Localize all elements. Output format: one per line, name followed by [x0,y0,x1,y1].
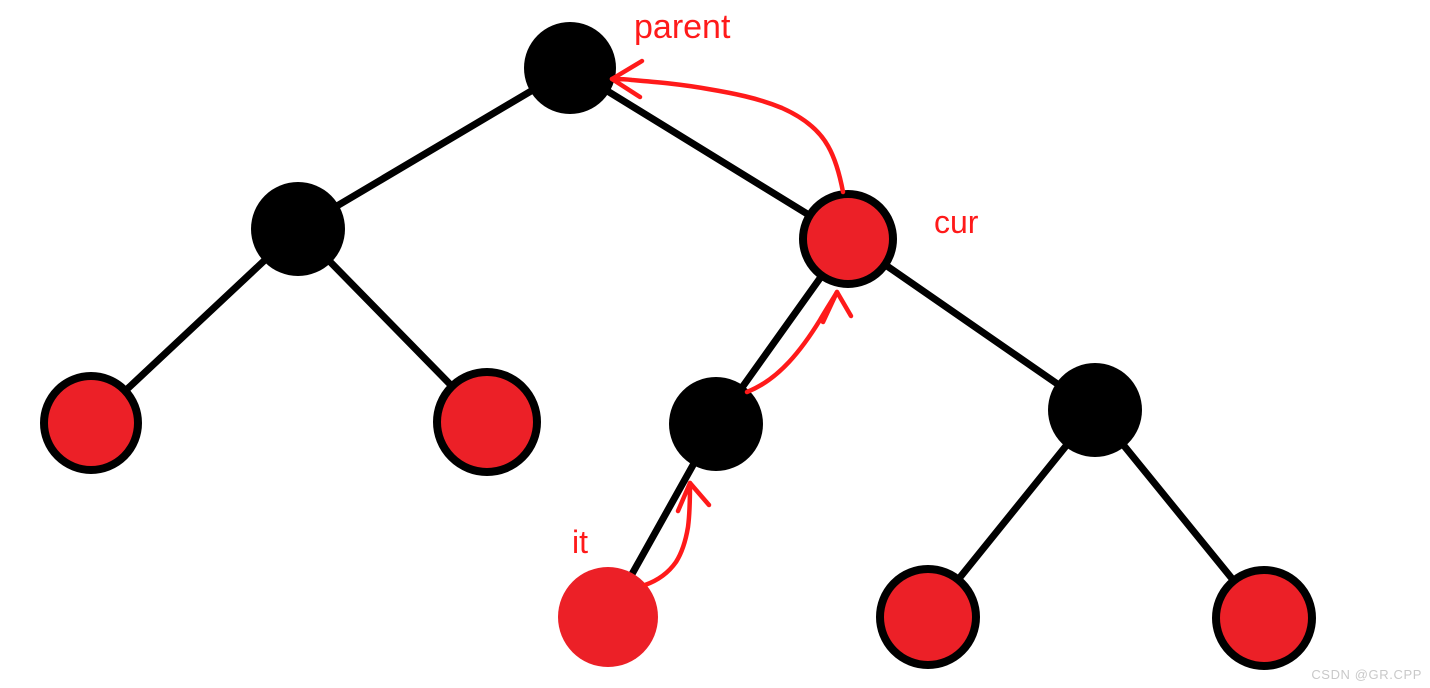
node-root[interactable] [524,22,616,114]
node-cur-right[interactable] [1048,363,1142,457]
node-left[interactable] [251,182,345,276]
cur-label: cur [934,204,979,240]
node-left-right[interactable] [433,368,541,476]
node-right-left[interactable] [876,565,980,669]
node-cur-left[interactable] [669,377,763,471]
node-left-left[interactable] [40,372,142,474]
arrow-cur-to-parent [609,58,846,195]
tree-nodes [40,22,1316,670]
csdn-watermark: CSDN @GR.CPP [1311,667,1422,682]
arrow-cur-to-parent-shaft [609,76,846,195]
arrow-it-to-curleft-shaft [642,480,693,588]
node-right-right[interactable] [1212,566,1316,670]
parent-label: parent [634,8,731,46]
arrow-it-to-curleft [642,480,712,588]
arrow-cur-to-parent-head [609,58,645,100]
arrow-curleft-to-cur-shaft [744,289,840,395]
edge-cur-curright [844,235,1099,414]
arrow-it-to-curleft-head [675,480,712,514]
it-label: it [572,524,588,560]
node-it[interactable] [558,567,658,667]
annotation-labels: parent cur it [572,8,979,560]
annotation-arrows [609,58,854,588]
arrow-curleft-to-cur [744,289,854,395]
tree-edges [87,64,1268,622]
edge-root-cur [566,64,852,243]
arrow-curleft-to-cur-head [820,289,854,325]
edge-root-left [294,64,574,233]
node-cur[interactable] [799,190,897,288]
